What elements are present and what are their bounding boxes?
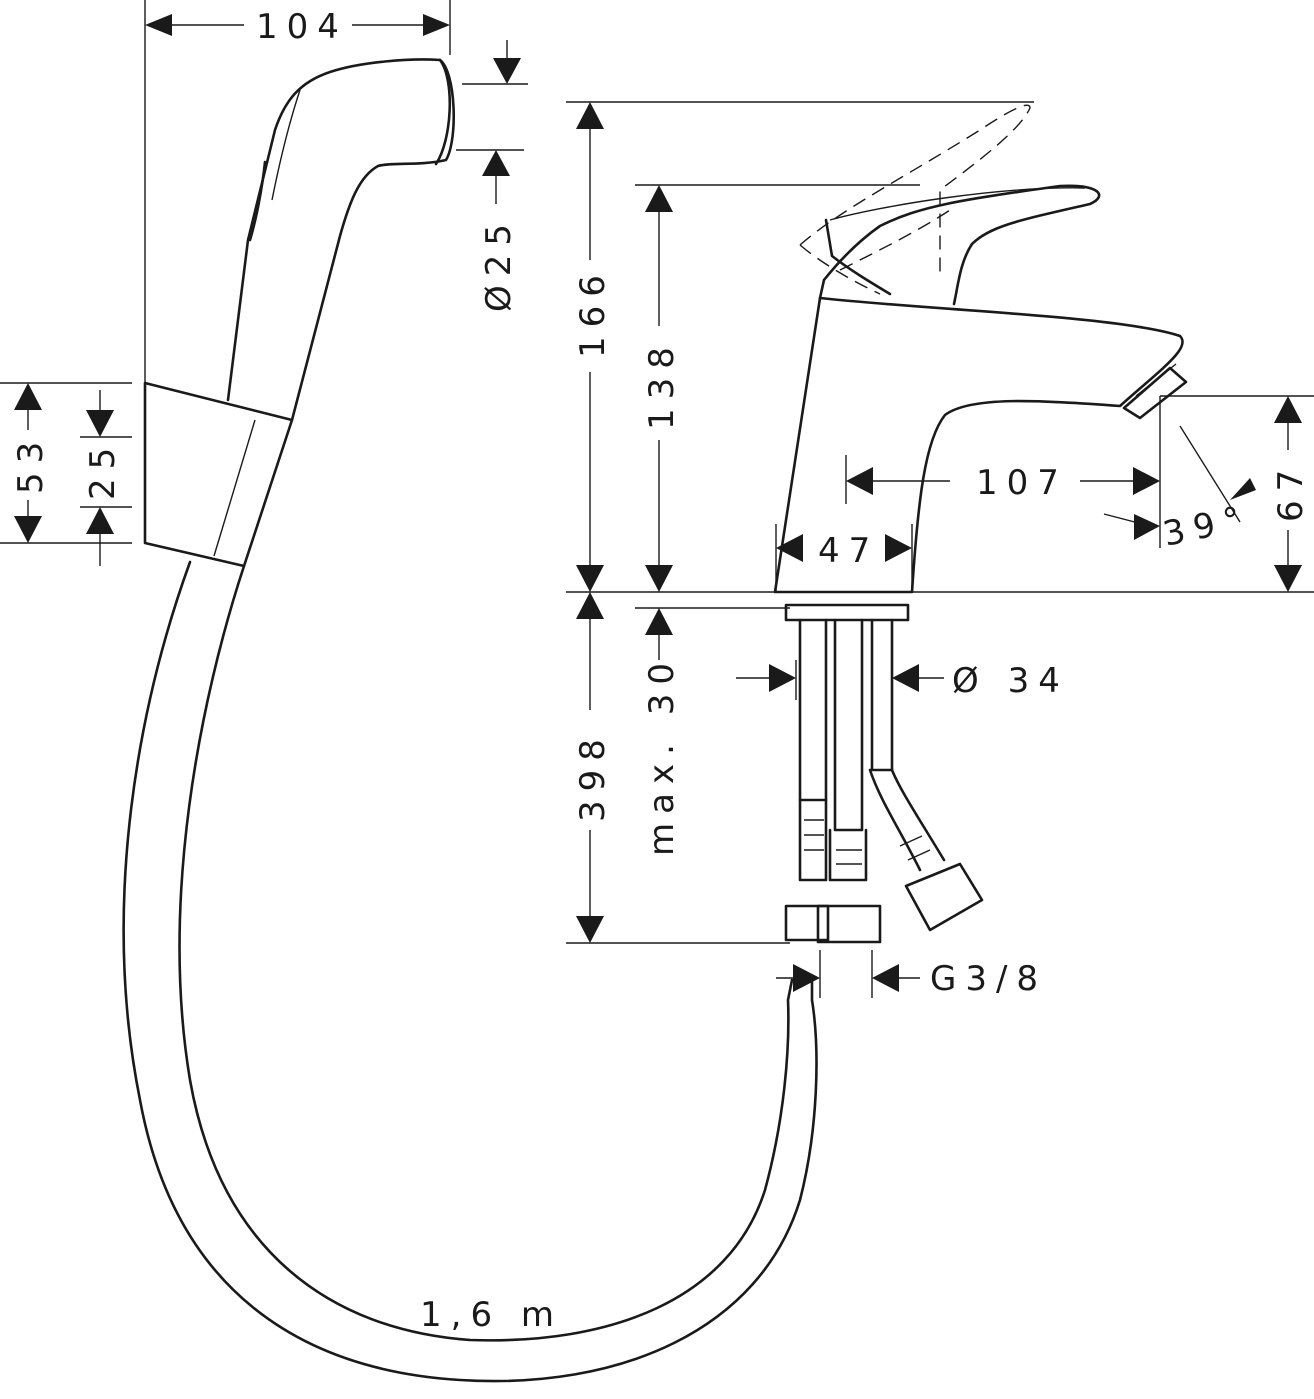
dim-shower-diameter: Ø25 [479,215,519,312]
hand-shower [226,58,455,422]
dim-holder-height: 53 [11,433,51,494]
handle-open-position [799,104,1031,295]
dim-hose-length-below: 398 [573,730,613,822]
dim-spout-height: 138 [642,338,682,430]
dim-max-thickness: max. 30 [642,654,682,856]
dimension-labels: 104 Ø25 53 25 166 138 107 47 67 39° 398 … [11,7,1311,1335]
shower-hose [122,560,818,1383]
dim-body-width: 47 [818,531,879,571]
dim-spout-reach: 107 [976,463,1068,503]
dimension-lines [0,0,1314,998]
wall-holder [143,381,294,568]
mixer-tap [773,184,1188,594]
dim-outlet-height: 67 [1271,461,1311,522]
dim-connection-thread: G3/8 [930,959,1047,999]
dim-shower-width: 104 [256,7,348,47]
tap-connection [784,603,984,944]
dim-overall-height: 166 [573,266,613,358]
dim-hose-length: 1,6 m [420,1295,563,1335]
dim-shank-diameter: Ø 34 [952,661,1069,701]
dim-holder-inner: 25 [83,439,123,500]
dim-spray-angle: 39° [1160,498,1254,555]
arrowheads [14,14,1302,992]
